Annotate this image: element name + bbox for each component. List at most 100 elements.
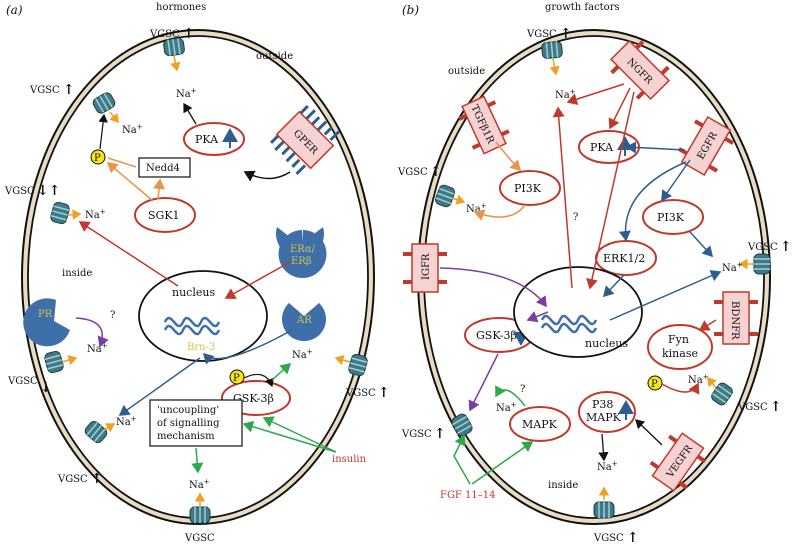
gper-receptor: GPER	[269, 104, 341, 176]
nedd4-line	[107, 157, 137, 168]
pi3k-node	[642, 199, 704, 235]
svg-text:of signalling: of signalling	[157, 418, 220, 429]
svg-text:mechanism: mechanism	[157, 431, 215, 442]
vgsc-label: VGSC	[747, 242, 778, 253]
na-flow-arrow	[334, 355, 351, 366]
na-ion-label: Na+	[466, 202, 487, 215]
up-arrow-icon: ↑	[63, 82, 75, 98]
up-arrow-icon: ↑	[560, 26, 572, 42]
brn3-label: Brn-3	[187, 342, 215, 353]
vgsc-label: VGSC	[4, 186, 35, 197]
p-to-channel-arrow	[98, 113, 108, 150]
egfr-to-pi3k-arrow	[661, 159, 691, 202]
na-flow-arrow	[103, 423, 116, 433]
pi3k-label: PI3K	[657, 211, 685, 224]
na-ion-label: Na+	[122, 123, 143, 136]
vgsc-label: VGSC	[184, 533, 215, 544]
svg-text:MAPK: MAPK	[586, 411, 622, 424]
vgsc-label: VGSC	[57, 474, 88, 485]
up-arrow-icon: ↑	[378, 385, 390, 401]
fgf-label: FGF 11–14	[440, 490, 496, 501]
mapk-node	[509, 406, 571, 442]
uncoupling-to-na-arrow	[191, 447, 204, 474]
panel-b-top-label: growth factors	[545, 2, 620, 13]
nucleus-to-na-arrow	[78, 221, 179, 287]
up-arrow-icon: ↑	[434, 426, 446, 442]
fyn-kinase-node	[647, 324, 713, 370]
svg-text:P: P	[651, 379, 658, 390]
vgsc-label: VGSC	[29, 85, 60, 96]
svg-text:P: P	[233, 373, 240, 384]
panel-a: (a) hormones outside inside VGSC ↑ VGSC …	[4, 2, 390, 544]
nucleus-to-na-arrow	[552, 106, 573, 289]
pka-label: PKA	[195, 133, 219, 146]
panel-a-label: (a)	[6, 3, 23, 17]
pka-to-na-arrow	[183, 102, 197, 125]
pi3k-to-na-arrow	[473, 204, 526, 221]
panel-b-label: (b)	[402, 3, 419, 17]
pi3k-to-na-arrow	[689, 231, 714, 258]
na-ion-label: Na+	[189, 478, 210, 491]
pr-receptor	[23, 298, 71, 347]
panel-a-outside: outside	[256, 51, 293, 62]
tgf-to-pi3k-arrow	[495, 141, 522, 172]
vgsc-channel-icon	[753, 253, 771, 275]
svg-text:kinase: kinase	[662, 347, 698, 360]
gper-to-pka-arrow	[243, 170, 291, 182]
up-arrow-icon: ↑	[780, 239, 792, 255]
mapk-to-na-arrow	[495, 385, 526, 407]
insulin-label: insulin	[332, 454, 367, 465]
gsk-to-na-arrow	[271, 363, 292, 381]
ngfr-to-nucleus-arrow	[586, 91, 635, 290]
svg-text:AR: AR	[296, 315, 312, 326]
svg-text:?: ?	[110, 310, 115, 321]
svg-text:BDNFR: BDNFR	[729, 301, 740, 340]
ngfr-receptor: NGFR	[609, 39, 671, 101]
na-ion-label: Na+	[555, 88, 576, 101]
phosphate-icon	[647, 375, 663, 391]
p-to-na-arrow	[661, 382, 700, 395]
na-ion-label: Na+	[496, 401, 517, 414]
ngfr-to-pka-arrow	[608, 87, 631, 130]
na-flow-arrow	[451, 194, 466, 205]
sgk1-to-nedd4-arrow	[153, 178, 166, 200]
svg-text:Fyn: Fyn	[668, 333, 689, 346]
fgf-to-mapk-arrow	[471, 441, 534, 485]
vgsc-label: VGSC	[526, 29, 557, 40]
vgsc-label: VGSC	[397, 167, 428, 178]
erk-label: ERK1/2	[603, 252, 645, 265]
panel-a-top-label: hormones	[156, 2, 206, 13]
sgk1-label: SGK1	[148, 209, 180, 222]
bdnfr-receptor: BDNFR	[714, 291, 758, 345]
vgsc-channel-icon	[162, 36, 186, 58]
nedd4-box	[138, 157, 191, 178]
panel-a-inside: inside	[62, 268, 92, 279]
insulin-to-uncoupling-arrow	[242, 420, 337, 453]
erk-to-nucleus-arrow	[602, 274, 625, 298]
na-ion-label: Na+	[292, 348, 313, 361]
svg-text:ERα/: ERα/	[290, 244, 316, 255]
na-ion-label: Na+	[597, 460, 618, 473]
fgf-to-channel-arrow	[453, 434, 471, 485]
up-arrow-icon: ↑	[430, 164, 442, 180]
vegfr-receptor: VEGFR	[649, 432, 707, 492]
p-to-gsk-arrow	[243, 373, 274, 388]
up-arrow-icon: ↑	[770, 399, 782, 415]
vgsc-channel-icon	[593, 501, 615, 519]
na-ion-label: Na+	[85, 208, 106, 221]
egfr-to-erk-arrow	[618, 161, 687, 242]
na-ion-label: Na+	[688, 373, 709, 386]
gsk-to-channel-arrow	[468, 353, 499, 412]
svg-text:P: P	[94, 153, 101, 164]
insulin-to-gsk-arrow	[262, 416, 337, 453]
igfr-to-nucleus-arrow	[439, 267, 547, 308]
sgk1-to-p-arrow	[106, 162, 153, 201]
na-ion-label: Na+	[176, 87, 197, 100]
vegfr-to-p38-arrow	[635, 419, 663, 446]
pr-to-na-arrow	[75, 317, 109, 348]
na-ion-label: Na+	[116, 415, 137, 428]
svg-text:IGFR: IGFR	[421, 253, 432, 280]
panel-b: (b) growth factors outside inside VGSC ↑…	[397, 2, 792, 544]
